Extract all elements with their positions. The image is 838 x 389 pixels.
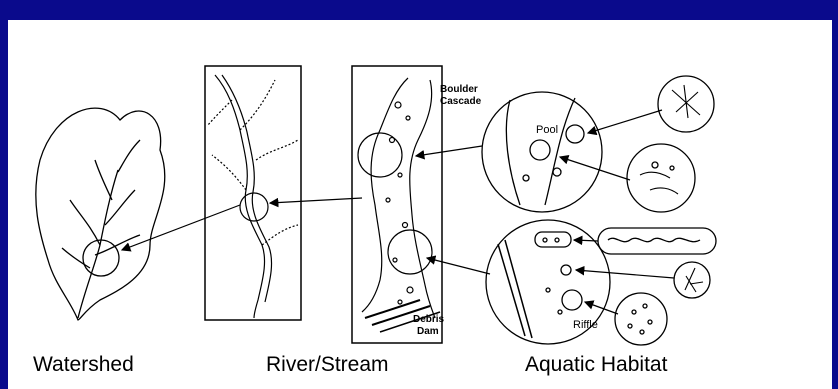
arrow-river-to-watershed <box>122 205 240 250</box>
watershed-sketch <box>36 108 165 320</box>
reach-pool-zoom-circle <box>358 133 402 177</box>
watershed-zoom-circle <box>83 240 119 276</box>
reach-channel-right <box>410 80 435 318</box>
label-dam: Dam <box>417 326 439 337</box>
reach-channel-left <box>362 78 408 312</box>
arrow-reach-to-river <box>270 198 362 203</box>
reach-riffle-zoom-circle <box>388 230 432 274</box>
pool-circle <box>482 92 602 212</box>
arrow-riffle-to-reach <box>427 258 490 274</box>
riffle-habitat <box>486 220 716 345</box>
watershed-boundary <box>36 108 165 320</box>
stream-reach-panel <box>352 66 442 343</box>
label-debris: Debris <box>413 314 445 325</box>
label-boulder: Boulder <box>440 84 478 95</box>
arrow-pool-to-reach <box>416 146 482 156</box>
label-pool: Pool <box>536 124 558 136</box>
caption-river-stream: River/Stream <box>266 353 389 377</box>
label-cascade: Cascade <box>440 96 482 107</box>
caption-watershed: Watershed <box>33 353 134 377</box>
river-zoom-circle <box>240 193 268 221</box>
caption-aquatic-habitat: Aquatic Habitat <box>525 353 667 377</box>
river-channel <box>215 75 265 318</box>
river-stream-panel <box>205 66 301 320</box>
label-riffle: Riffle <box>573 319 598 331</box>
pool-habitat <box>482 76 714 212</box>
